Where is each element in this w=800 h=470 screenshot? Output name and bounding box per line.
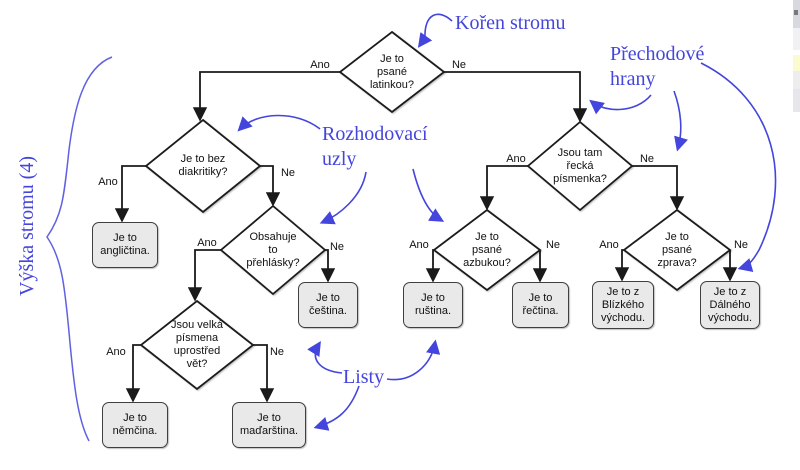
decision-diamond-root — [338, 30, 446, 114]
edge-greek-yes — [479, 165, 528, 211]
edge-umlauts-yes — [187, 249, 221, 302]
edge-label-cyrillic-no: Ne — [545, 239, 561, 251]
annotation-arrows — [46, 13, 777, 442]
decision-diamonds — [139, 30, 732, 391]
edge-rtl-yes — [614, 249, 630, 282]
arrow-edges-2 — [673, 90, 688, 152]
edge-label-umlauts-no: Ne — [329, 241, 345, 253]
decision-diamond-umlauts — [219, 204, 327, 296]
panel-edge-row-1 — [793, 28, 800, 50]
arrow-decisions-1 — [237, 114, 321, 132]
edge-root-no — [444, 71, 588, 123]
edge-label-diacritics-yes: Ano — [98, 176, 118, 188]
edge-label-greek-yes: Ano — [506, 153, 526, 165]
decision-diamond-capitals — [139, 299, 255, 391]
arrow-root-label — [417, 13, 453, 48]
decision-node-greek[interactable]: Jsou tam řecká písmenka? — [553, 146, 607, 185]
edge-label-umlauts-yes: Ano — [197, 237, 217, 249]
decision-diamond-rtl — [622, 208, 732, 292]
edge-label-capitals-no: Ne — [269, 346, 285, 358]
panel-edge-row-highlight — [793, 55, 800, 71]
edge-label-rtl-no: Ne — [733, 239, 749, 251]
arrow-edges-1 — [589, 94, 652, 115]
leaf-far-east[interactable]: Je to z Dálného východu. — [700, 281, 760, 329]
arrow-edges-3 — [700, 62, 777, 272]
leaf-near-east[interactable]: Je to z Blízkého východu. — [592, 281, 654, 329]
leaf-russian[interactable]: Je to ruština. — [403, 282, 463, 328]
annotation-tree-height[interactable]: Výška stromu (4) — [16, 156, 38, 296]
edge-cyrillic-yes — [425, 249, 441, 283]
edge-umlauts-no — [320, 249, 336, 283]
panel-edge-row-2 — [793, 71, 800, 89]
edge-label-rtl-yes: Ano — [599, 239, 619, 251]
decision-node-cyrillic[interactable]: Je to psané azbukou? — [463, 230, 511, 269]
edge-label-greek-no: Ne — [639, 153, 655, 165]
edge-label-cyrillic-yes: Ano — [409, 239, 429, 251]
edge-label-root-yes: Ano — [310, 59, 330, 71]
edge-greek-no — [632, 165, 685, 211]
arrow-leaves-1 — [307, 340, 343, 374]
edge-diacritics-yes — [114, 165, 146, 223]
decision-node-umlauts[interactable]: Obsahuje to přehlásky? — [246, 230, 300, 269]
annotation-leaves[interactable]: Listy — [343, 366, 385, 388]
edge-capitals-no — [253, 344, 275, 403]
leaf-english[interactable]: Je to angličtina. — [92, 222, 158, 268]
annotation-edges[interactable]: Přechodové hrany — [610, 43, 705, 90]
decision-node-rtl[interactable]: Je to psané zprava? — [657, 230, 697, 269]
arrow-decisions-3 — [412, 168, 445, 222]
edge-label-root-no: Ne — [451, 59, 467, 71]
decision-node-root[interactable]: Je to psané latinkou? — [369, 52, 415, 91]
leaf-german[interactable]: Je to němčina. — [102, 402, 168, 448]
edge-label-capitals-yes: Ano — [106, 346, 126, 358]
decision-diamond-greek — [526, 120, 634, 212]
height-brace — [46, 56, 113, 442]
leaf-hungarian[interactable]: Je to maďarština. — [232, 402, 306, 448]
arrow-leaves-3 — [313, 385, 360, 431]
decision-diamond-diacritics — [144, 118, 262, 214]
decision-diamond-cyrillic — [432, 208, 542, 292]
edge-capitals-yes — [125, 344, 141, 403]
edge-root-yes — [192, 71, 340, 122]
annotation-root[interactable]: Kořen stromu — [455, 12, 566, 34]
arrow-decisions-2 — [319, 171, 367, 225]
edge-diacritics-no — [260, 165, 281, 207]
arrow-leaves-2 — [386, 339, 441, 381]
panel-edge-row-3 — [793, 89, 800, 112]
leaf-greek[interactable]: Je to řečtina. — [512, 282, 569, 328]
panel-edge-icon — [794, 10, 798, 15]
edge-label-diacritics-no: Ne — [280, 167, 296, 179]
leaf-czech[interactable]: Je to čeština. — [298, 282, 358, 328]
decision-node-diacritics[interactable]: Je to bez diakritiky? — [178, 153, 228, 178]
annotation-decisions[interactable]: Rozhodovací uzly — [322, 123, 428, 170]
decision-node-capitals[interactable]: Jsou velká písmena uprostřed vět? — [171, 319, 223, 370]
